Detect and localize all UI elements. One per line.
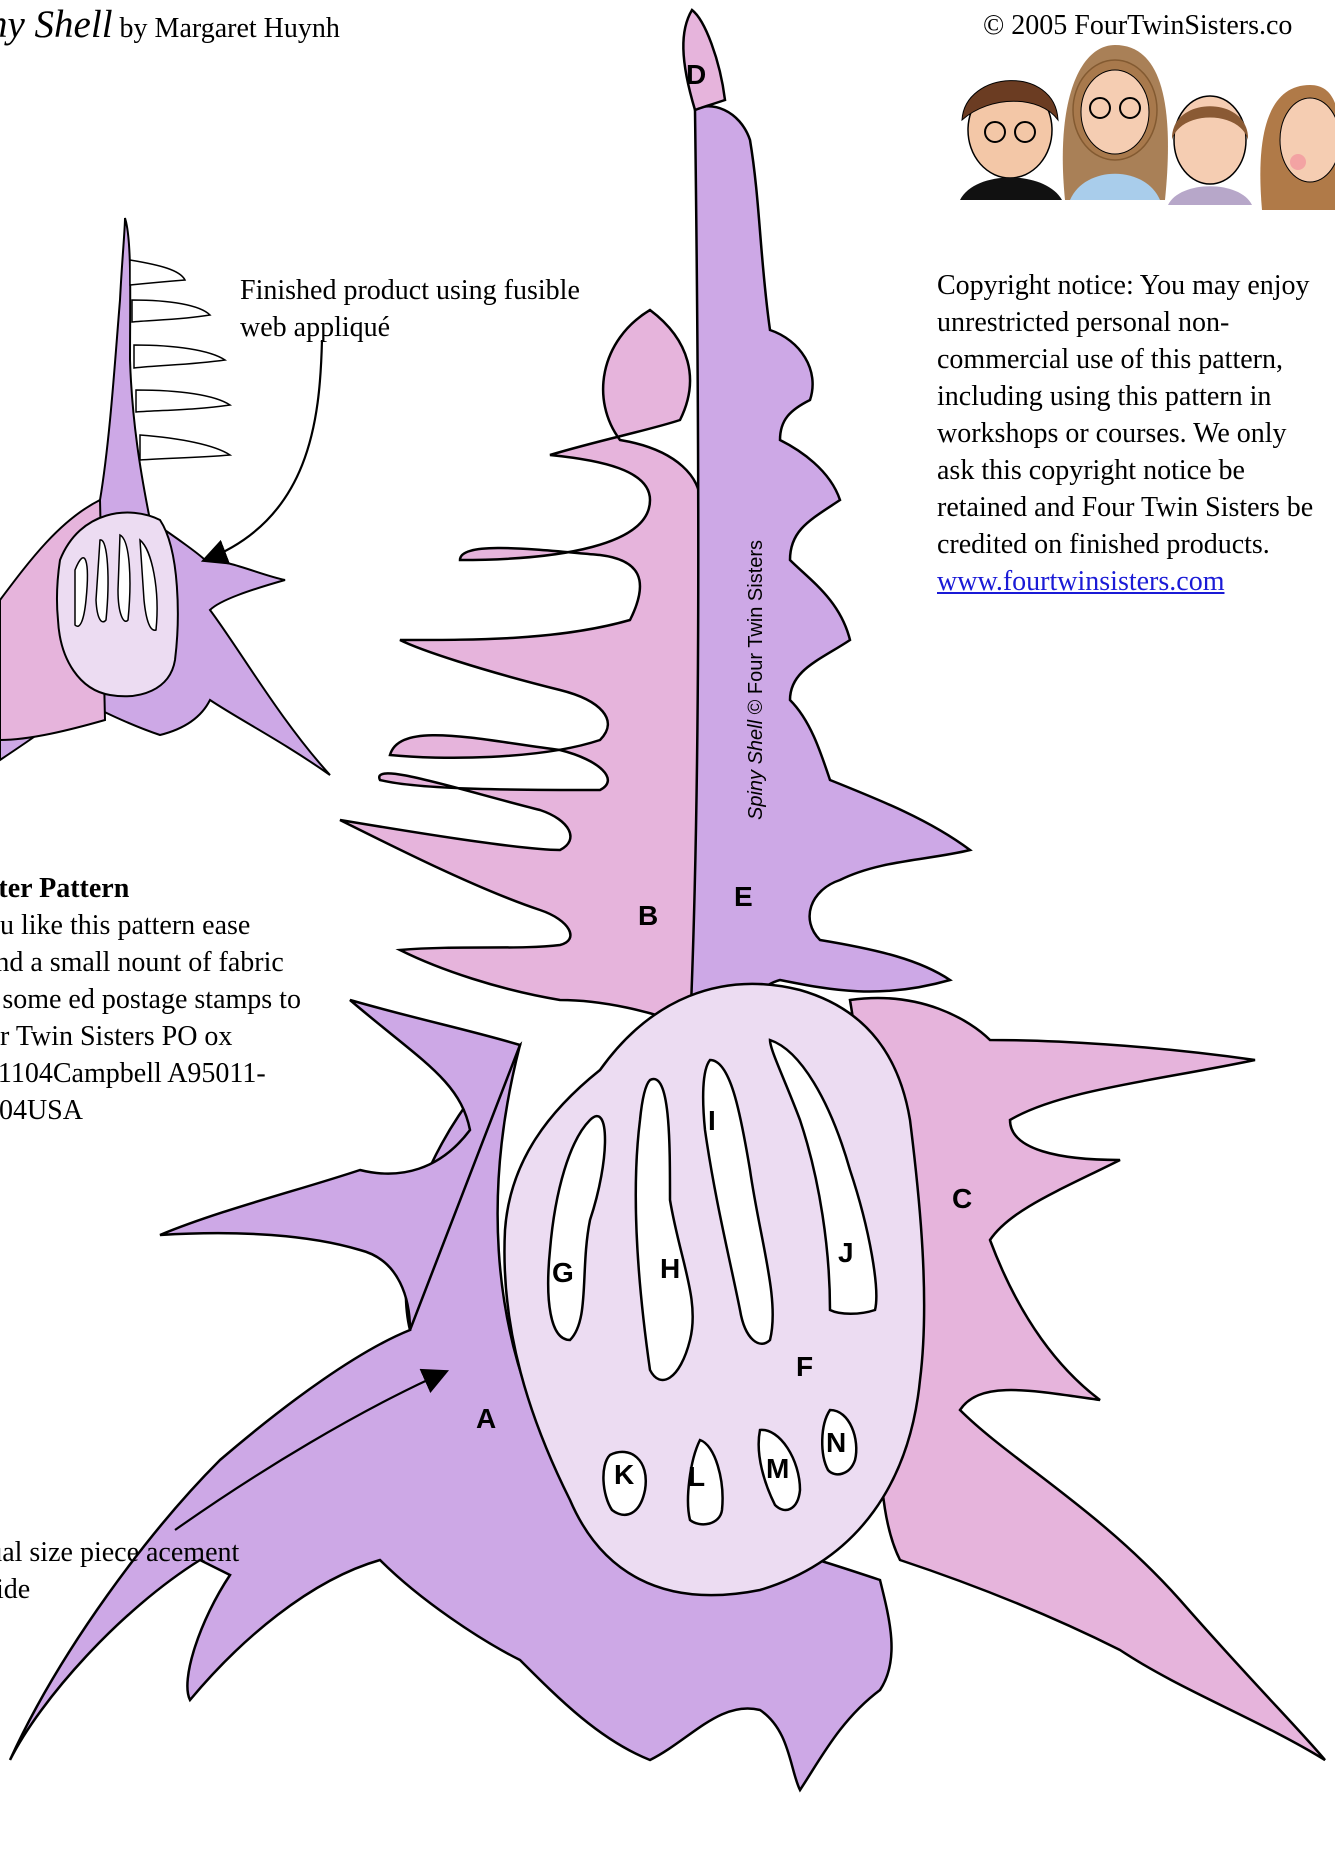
- label-k: K: [614, 1459, 634, 1490]
- copyright-notice-text: Copyright notice: You may enjoy unrestri…: [937, 270, 1313, 560]
- label-n: N: [826, 1427, 846, 1458]
- starter-pattern-note: arter Pattern you like this pattern ease…: [0, 870, 302, 1129]
- label-f: F: [796, 1351, 813, 1382]
- label-e: E: [734, 881, 753, 912]
- copyright-notice: Copyright notice: You may enjoy unrestri…: [937, 267, 1327, 600]
- page-title: ny Shell by Margaret Huynh: [0, 2, 340, 47]
- label-m: M: [766, 1453, 789, 1484]
- copyright-header: © 2005 FourTwinSisters.co: [983, 10, 1292, 42]
- label-c: C: [952, 1183, 972, 1214]
- actual-size-note: ctual size piece acement guide: [0, 1534, 298, 1608]
- label-j: J: [838, 1237, 854, 1268]
- piece-e: [690, 106, 970, 1030]
- label-h: H: [660, 1253, 680, 1284]
- label-l: L: [688, 1461, 705, 1492]
- finished-arrow: [205, 340, 322, 560]
- label-b: B: [638, 900, 658, 931]
- starter-pattern-title: arter Pattern: [0, 870, 302, 907]
- label-g: G: [552, 1257, 574, 1288]
- website-link[interactable]: www.fourtwinsisters.com: [937, 566, 1224, 597]
- four-sisters-portrait-icon: [960, 45, 1335, 210]
- label-a: A: [476, 1403, 496, 1434]
- label-i: I: [708, 1105, 716, 1136]
- pattern-watermark: Spiny Shell © Four Twin Sisters: [745, 540, 767, 820]
- label-d: D: [686, 59, 706, 90]
- title-italic: ny Shell: [0, 3, 113, 46]
- title-author: by Margaret Huynh: [113, 13, 340, 44]
- finished-product-note: Finished product using fusible web appli…: [240, 272, 600, 346]
